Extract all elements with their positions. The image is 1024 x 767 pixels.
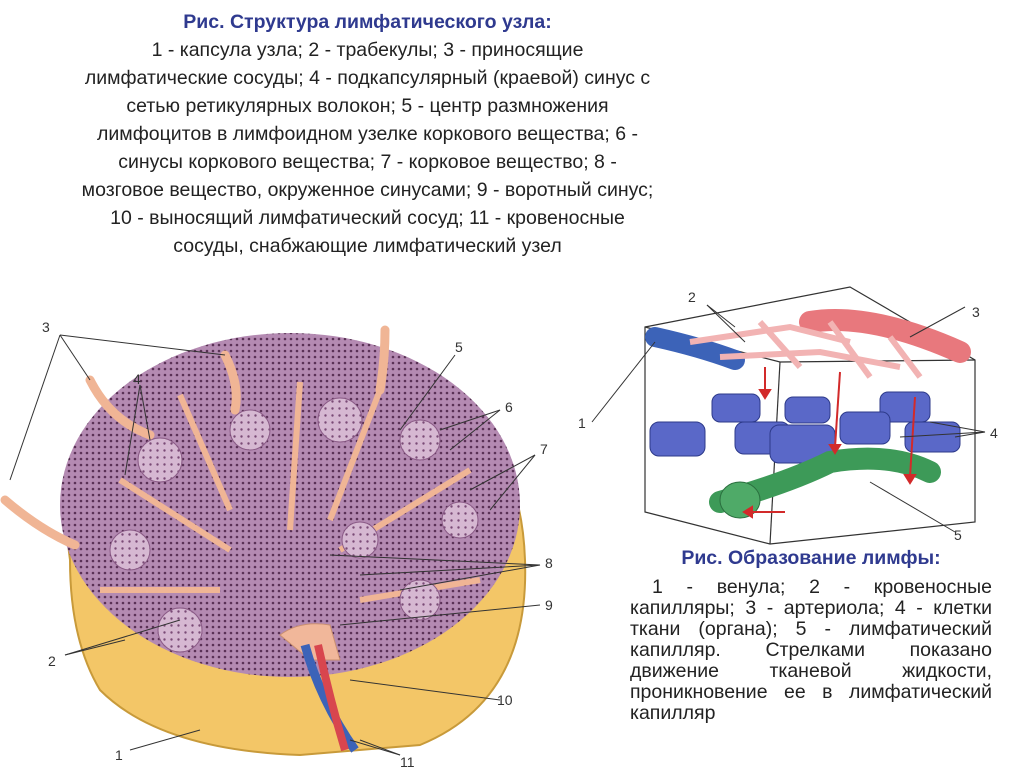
fluid-flow-arrows — [742, 367, 917, 519]
lymph-formation-illustration: 2 3 1 4 5 — [578, 286, 998, 545]
node-label-6: 6 — [505, 399, 513, 415]
node-caption-title: Рис. Структура лимфатического узла: — [183, 11, 552, 33]
afferent-vessels — [0, 325, 390, 550]
trabeculae — [100, 381, 481, 603]
node-label-7: 7 — [540, 441, 548, 457]
lymph-label-3: 3 — [972, 304, 980, 320]
lymph-label-4: 4 — [990, 425, 998, 441]
node-label-2: 2 — [48, 653, 56, 669]
lymph-label-5: 5 — [954, 527, 962, 543]
lymph-label-2: 2 — [688, 289, 696, 305]
germinal-centers — [109, 397, 479, 653]
hilum-artery — [314, 644, 349, 752]
node-label-11: 11 — [400, 754, 415, 767]
node-caption: Рис. Структура лимфатического узла: 1 - … — [80, 8, 655, 260]
efferent-vessel — [279, 623, 341, 661]
node-caption-body: 1 - капсула узла; 2 - трабекулы; 3 - при… — [81, 39, 654, 257]
node-label-10: 10 — [497, 692, 513, 708]
arteriole — [799, 309, 971, 363]
lymph-label-1: 1 — [578, 415, 586, 431]
node-label-8: 8 — [545, 555, 553, 571]
node-label-4: 4 — [133, 371, 141, 387]
lymph-caption-body: 1 - венула; 2 - кровеносные капилляры; 3… — [630, 576, 992, 724]
lymph-caption-title: Рис. Образование лимфы: — [681, 547, 941, 569]
blood-capillaries — [689, 320, 923, 379]
node-label-3: 3 — [42, 319, 50, 335]
hilum-vein — [300, 643, 359, 753]
lymph-caption: Рис. Образование лимфы: 1 - венула; 2 - … — [630, 548, 992, 724]
node-label-1: 1 — [115, 747, 123, 763]
node-label-9: 9 — [545, 597, 553, 613]
node-label-5: 5 — [455, 339, 463, 355]
tissue-cells — [649, 391, 961, 464]
lymphatic-capillary — [709, 447, 941, 513]
lymph-node-illustration: 3 4 5 6 7 8 9 10 2 1 11 — [0, 319, 553, 767]
